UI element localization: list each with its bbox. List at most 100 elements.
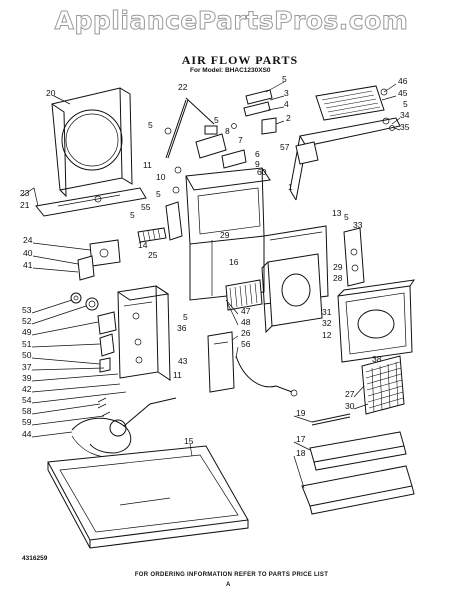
callout-c50: 50 (22, 350, 32, 360)
callout-c29b: 29 (333, 262, 343, 272)
part-motor-bracket-24 (77, 239, 121, 281)
part-base-plate-18 (301, 465, 415, 515)
part-fan-motor-stack (70, 292, 117, 373)
part-bracket-55 (165, 201, 183, 241)
leader-lines (21, 81, 401, 489)
callout-c35: 35 (400, 122, 410, 132)
part-brackets-2-8 (164, 89, 277, 194)
callout-c17: 17 (296, 434, 306, 444)
callout-c1: 1 (288, 182, 293, 192)
callout-c12: 12 (322, 330, 332, 340)
callout-c53: 53 (22, 305, 32, 315)
callout-c20: 20 (46, 88, 56, 98)
part-grille-frame-27 (337, 279, 416, 363)
callout-c48: 48 (241, 317, 251, 327)
callout-c24: 24 (23, 235, 33, 245)
callout-c29a: 29 (220, 230, 230, 240)
callout-c60: 60 (257, 167, 267, 177)
callout-c10: 10 (156, 172, 166, 182)
part-wire-harness-44 (71, 397, 177, 458)
callout-c33: 33 (353, 220, 363, 230)
callout-c44: 44 (22, 429, 32, 439)
part-front-housing-20 (51, 87, 133, 198)
part-trough-17 (309, 431, 407, 471)
callout-c51: 51 (22, 339, 32, 349)
callout-c58: 58 (22, 406, 32, 416)
part-bracket-57 (295, 141, 319, 165)
callout-c9: 9 (255, 159, 260, 169)
callout-c5b: 5 (214, 115, 219, 125)
callout-c18: 18 (296, 448, 306, 458)
callout-c13: 13 (332, 208, 342, 218)
part-shroud-12 (261, 253, 323, 334)
callout-c28: 28 (333, 273, 343, 283)
ordering-footer: FOR ORDERING INFORMATION REFER TO PARTS … (134, 572, 329, 578)
callout-c19: 19 (296, 408, 306, 418)
part-clamp-14 (137, 227, 167, 243)
document-number: 4316259 (22, 555, 48, 562)
callout-c45: 45 (398, 88, 408, 98)
part-plate-26 (207, 331, 235, 393)
part-base-pan (47, 445, 249, 549)
callout-c16: 16 (229, 257, 239, 267)
callout-c40: 40 (23, 248, 33, 258)
callout-c47: 47 (241, 306, 251, 316)
callout-c22: 22 (178, 82, 188, 92)
callout-c5g: 5 (403, 99, 408, 109)
callout-c11a: 11 (143, 160, 152, 170)
part-base-rail-21 (35, 187, 147, 217)
callout-c42: 42 (22, 384, 32, 394)
callout-c36: 36 (177, 323, 187, 333)
callout-c32: 32 (322, 318, 332, 328)
callout-c5c: 5 (148, 120, 153, 130)
callout-c57: 57 (280, 142, 290, 152)
callout-c43: 43 (178, 356, 188, 366)
callout-c14: 14 (138, 240, 148, 250)
callout-c37: 37 (22, 362, 32, 372)
part-partition-1 (185, 167, 329, 305)
part-filter-grille-45 (315, 85, 388, 121)
callout-c21: 21 (20, 200, 30, 210)
footer-mark: A (226, 582, 231, 588)
watermark: AppliancePartsPros.com (54, 6, 409, 36)
callout-c59: 59 (22, 417, 32, 427)
callout-c34: 34 (400, 110, 410, 120)
part-tube-56 (235, 355, 298, 397)
callout-c25: 25 (148, 250, 158, 260)
callout-c27: 27 (345, 389, 355, 399)
callout-c15: 15 (184, 436, 194, 446)
diagram-title: AIR FLOW PARTS (181, 53, 299, 67)
callout-c31: 31 (322, 307, 332, 317)
callout-c5d: 5 (156, 189, 161, 199)
part-rod-19 (311, 413, 351, 426)
callout-c5h: 5 (344, 212, 349, 222)
callout-c30: 30 (345, 401, 355, 411)
callout-c6: 6 (255, 149, 260, 159)
callout-c52: 52 (22, 316, 32, 326)
part-rod-22 (165, 97, 215, 159)
part-bracket-13 (343, 227, 365, 287)
callout-c5a: 5 (282, 74, 287, 84)
callout-c56: 56 (241, 339, 251, 349)
callout-c41: 41 (23, 260, 33, 270)
callout-c49: 49 (22, 327, 32, 337)
callout-c11b: 11 (173, 370, 182, 380)
callout-c8: 8 (225, 126, 230, 136)
callout-c39: 39 (22, 373, 32, 383)
part-coil-30 (361, 355, 405, 415)
callout-c46: 46 (398, 76, 408, 86)
model-line: For Model: BHAC1230XS0 (190, 67, 271, 74)
callout-c5e: 5 (130, 210, 135, 220)
callout-c4: 4 (284, 99, 289, 109)
callout-c3: 3 (284, 88, 289, 98)
part-control-panel-36 (117, 285, 171, 381)
callout-c38: 38 (372, 354, 382, 364)
callout-c54: 54 (22, 395, 32, 405)
callout-c5f: 5 (183, 312, 188, 322)
callout-c55: 55 (141, 202, 151, 212)
callout-c7: 7 (238, 135, 243, 145)
callout-c26: 26 (241, 328, 251, 338)
